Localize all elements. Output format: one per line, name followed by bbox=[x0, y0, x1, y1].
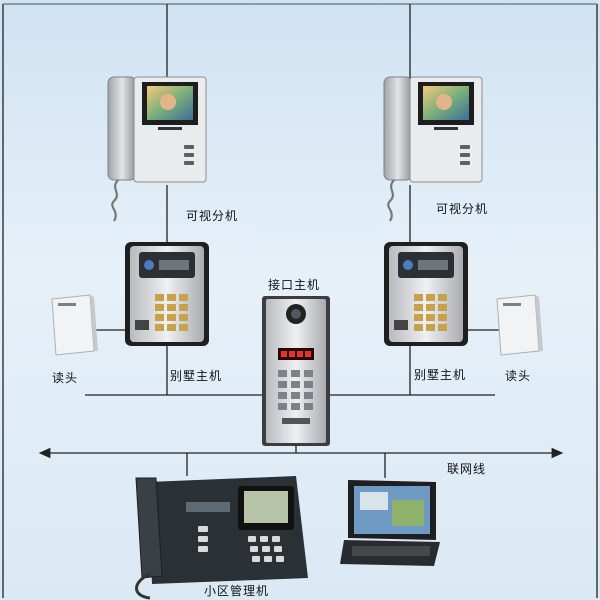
interface-door-panel-icon bbox=[262, 296, 330, 446]
video-monitor-icon bbox=[107, 76, 207, 222]
villa-door-station-icon bbox=[125, 242, 209, 346]
laptop-icon bbox=[340, 480, 440, 566]
card-reader-label-right: 读头 bbox=[505, 369, 532, 383]
card-reader-icon bbox=[51, 294, 98, 356]
community-manager-label: 小区管理机 bbox=[204, 584, 270, 598]
wiring bbox=[2, 3, 598, 598]
video-extension-label-right: 可视分机 bbox=[436, 202, 489, 216]
interface-host-label: 接口主机 bbox=[268, 278, 321, 292]
villa-door-station-icon bbox=[384, 242, 468, 346]
card-reader-icon bbox=[496, 294, 543, 356]
villa-host-label-left: 别墅主机 bbox=[170, 369, 223, 383]
video-monitor-icon bbox=[383, 76, 483, 222]
villa-host-label-right: 别墅主机 bbox=[414, 368, 467, 382]
network-line-label: 联网线 bbox=[447, 462, 487, 476]
management-console-icon bbox=[135, 476, 308, 600]
video-extension-label-left: 可视分机 bbox=[186, 209, 239, 223]
card-reader-label-left: 读头 bbox=[52, 371, 79, 385]
